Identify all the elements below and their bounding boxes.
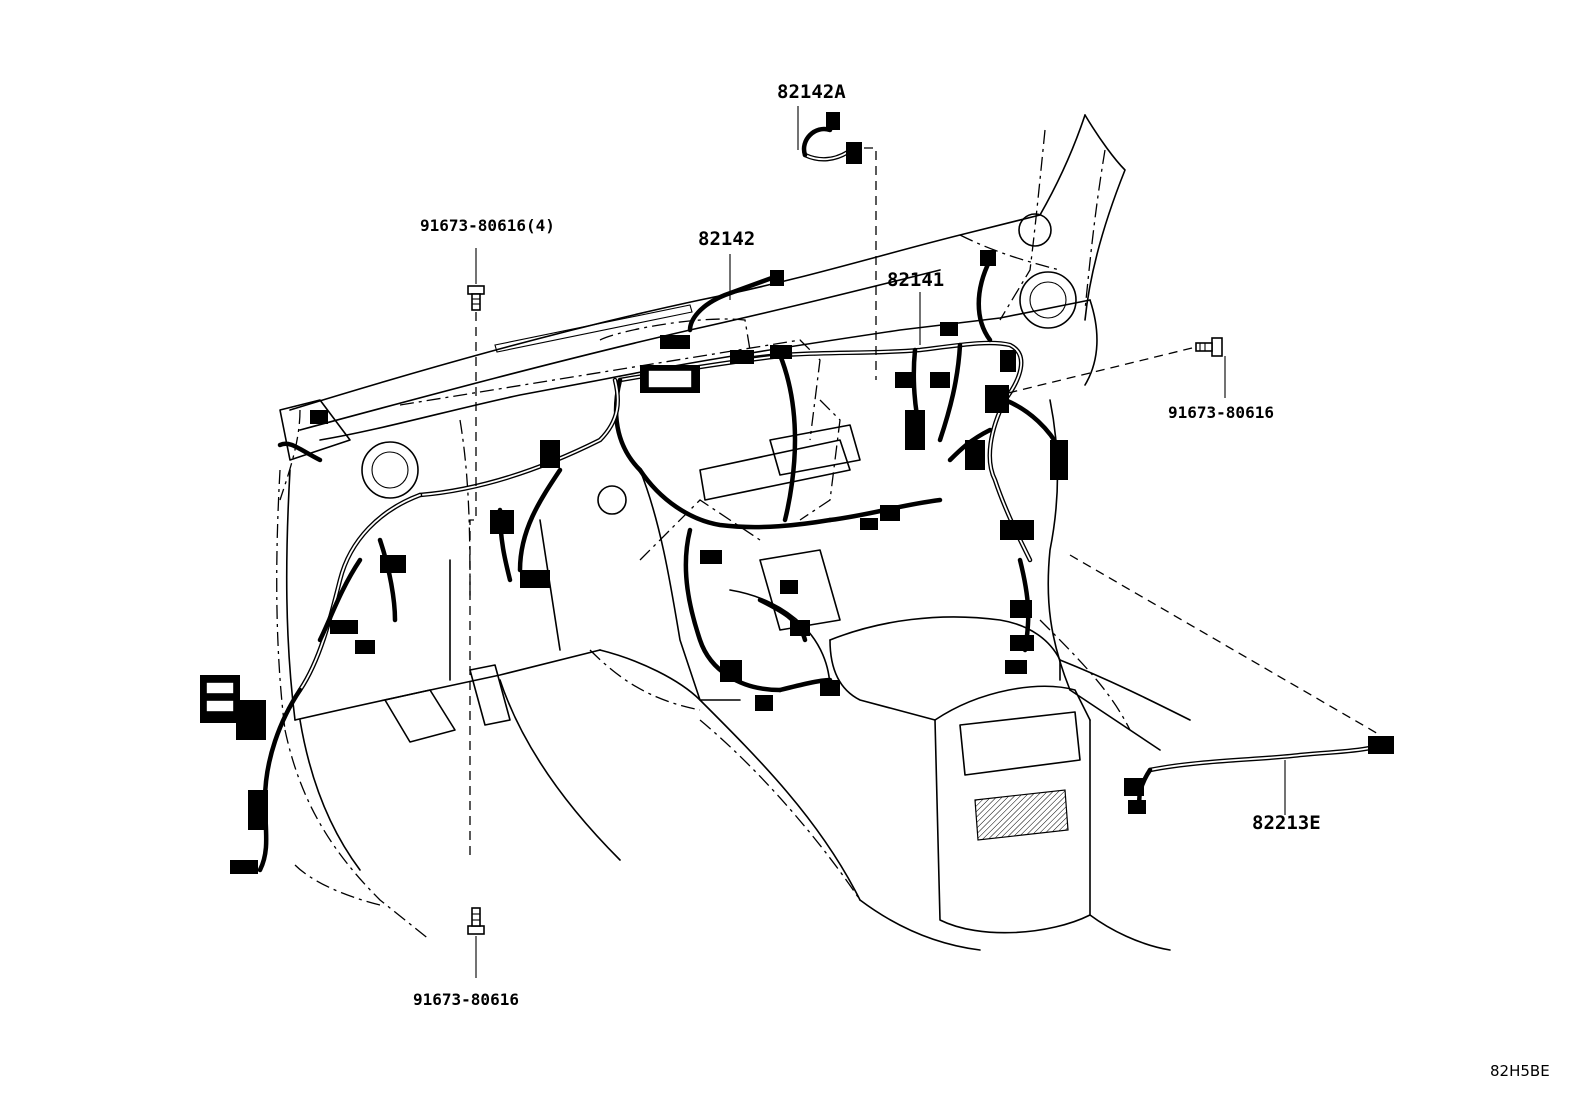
harness-82213E: [1124, 736, 1394, 814]
harness-82142A: [801, 112, 862, 164]
label-82142: 82142: [698, 228, 755, 250]
label-bolt-top-left: 91673-80616(4): [420, 216, 555, 235]
connectors: [200, 250, 1068, 874]
dashed-guide-82142A: [864, 147, 877, 380]
bolt-top-left: [467, 285, 485, 311]
label-bolt-right: 91673-80616: [1168, 403, 1274, 422]
label-82142A: 82142A: [777, 81, 846, 103]
trim-panel-phantom-lines: [276, 129, 1131, 941]
diagram-code: 82H5BE: [1490, 1062, 1550, 1080]
dashed-guide-bolt-left: [469, 312, 477, 860]
label-82141: 82141: [887, 269, 944, 291]
label-82213E: 82213E: [1252, 812, 1321, 834]
dashed-guide-82213E: [1069, 554, 1381, 736]
instrument-panel-outline: [279, 114, 1191, 951]
bolt-bottom: [467, 907, 485, 935]
bolt-right: [1195, 337, 1223, 357]
label-bolt-bottom: 91673-80616: [413, 990, 519, 1009]
dashed-guide-bolt-right: [999, 347, 1193, 396]
